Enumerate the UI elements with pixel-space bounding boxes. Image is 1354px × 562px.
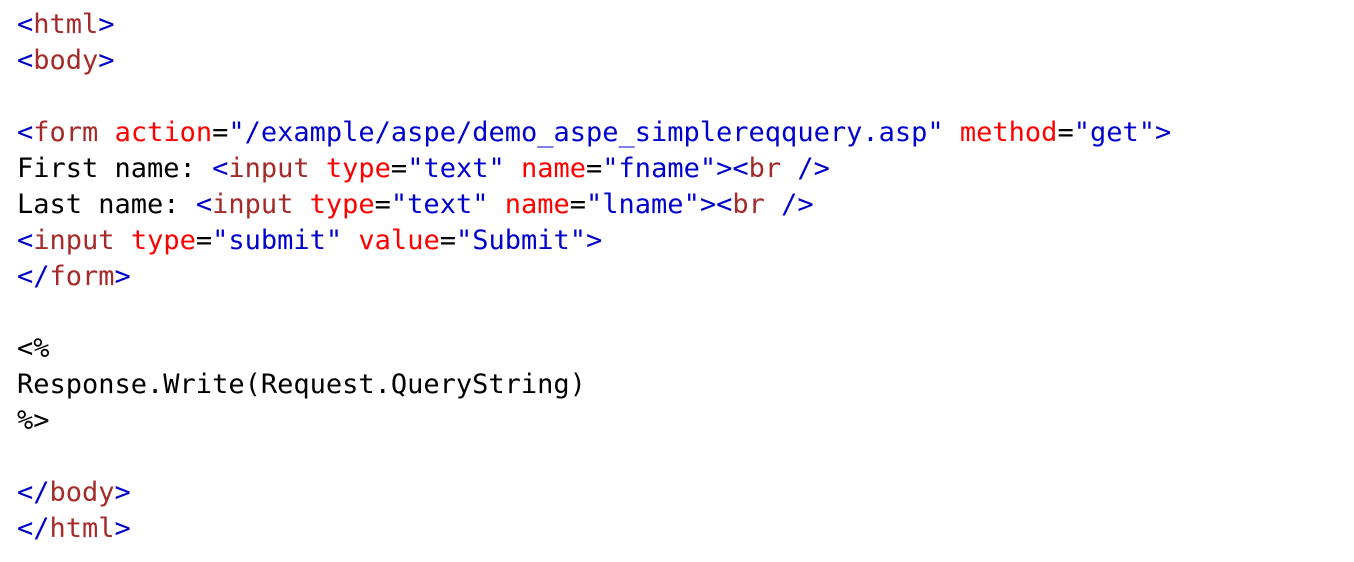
code-line: <html>: [17, 7, 1171, 43]
code-token-value: "/example/aspe/demo_aspe_simplereqquery.…: [228, 117, 944, 148]
code-token-bracket: />: [781, 189, 814, 220]
code-token-text: First name:: [17, 153, 213, 184]
code-token-text: [342, 225, 358, 256]
code-token-value: "submit": [212, 225, 343, 256]
code-line: </form>: [17, 259, 1171, 295]
code-token-attr: action: [114, 117, 213, 148]
code-token-text: [488, 189, 504, 220]
code-token-attr: type: [130, 225, 196, 256]
code-token-tag: form: [33, 117, 99, 148]
code-token-bracket: >: [98, 9, 115, 40]
code-token-bracket: >: [114, 261, 131, 292]
code-token-bracket: ><: [716, 153, 749, 184]
code-token-text: [781, 153, 797, 184]
code-line: </html>: [17, 511, 1171, 547]
code-token-text: =: [374, 189, 391, 220]
code-line: Last name: <input type="text" name="lnam…: [17, 187, 1171, 223]
code-token-bracket: <: [17, 117, 34, 148]
code-token-tag: body: [33, 45, 99, 76]
code-token-attr: method: [959, 117, 1058, 148]
code-token-bracket: >: [114, 513, 131, 544]
code-line: </body>: [17, 475, 1171, 511]
code-line: <input type="submit" value="Submit">: [17, 223, 1171, 259]
code-line: [17, 439, 1171, 475]
code-token-bracket: </: [17, 261, 50, 292]
code-token-text: [765, 189, 781, 220]
code-token-attr: value: [358, 225, 440, 256]
code-token-attr: name: [521, 153, 587, 184]
code-token-text: Response.Write(Request.QueryString): [17, 369, 586, 400]
code-token-attr: type: [325, 153, 391, 184]
code-token-text: =: [569, 189, 587, 220]
code-token-bracket: <: [17, 9, 34, 40]
code-token-text: =: [586, 153, 603, 184]
code-token-text: =: [212, 117, 229, 148]
code-token-tag: br: [732, 189, 765, 220]
code-token-value: "Submit": [455, 225, 587, 256]
code-token-bracket: >: [114, 477, 131, 508]
code-token-tag: input: [228, 153, 310, 184]
code-token-text: =: [1057, 117, 1074, 148]
code-line: Response.Write(Request.QueryString): [17, 367, 1171, 403]
code-token-bracket: <: [17, 225, 34, 256]
code-line: [17, 79, 1171, 115]
code-token-value: "text": [407, 153, 505, 184]
code-line: [17, 295, 1171, 331]
code-token-tag: input: [33, 225, 115, 256]
code-token-bracket: </: [17, 513, 50, 544]
code-line: <%: [17, 331, 1171, 367]
code-viewer: <html><body><form action="/example/aspe/…: [17, 7, 1171, 547]
code-token-bracket: >: [586, 225, 603, 256]
code-token-tag: html: [33, 9, 99, 40]
code-token-tag: body: [49, 477, 115, 508]
code-token-text: [115, 225, 131, 256]
code-token-text: [505, 153, 521, 184]
code-token-value: "get": [1073, 117, 1155, 148]
code-token-text: [293, 189, 309, 220]
code-token-attr: type: [309, 189, 375, 220]
code-line: First name: <input type="text" name="fna…: [17, 151, 1171, 187]
code-token-text: =: [439, 225, 456, 256]
code-line: <body>: [17, 43, 1171, 79]
code-token-text: =: [390, 153, 408, 184]
code-token-asp: %>: [17, 405, 50, 436]
code-token-text: [944, 117, 960, 148]
code-token-value: "lname": [586, 189, 700, 220]
code-line: <form action="/example/aspe/demo_aspe_si…: [17, 115, 1171, 151]
code-token-tag: html: [49, 513, 115, 544]
code-token-tag: form: [49, 261, 115, 292]
code-token-bracket: <: [17, 45, 34, 76]
code-token-bracket: >: [98, 45, 115, 76]
code-token-bracket: />: [797, 153, 830, 184]
code-token-asp: <%: [17, 333, 50, 364]
code-token-text: =: [195, 225, 213, 256]
code-token-bracket: <: [212, 153, 229, 184]
code-token-bracket: >: [1154, 117, 1172, 148]
code-token-tag: input: [212, 189, 294, 220]
code-line: %>: [17, 403, 1171, 439]
code-token-bracket: </: [17, 477, 50, 508]
code-token-text: Last name:: [17, 189, 196, 220]
code-token-tag: br: [748, 153, 782, 184]
code-token-text: [310, 153, 326, 184]
code-token-attr: name: [504, 189, 570, 220]
code-token-value: "fname": [602, 153, 717, 184]
code-token-bracket: ><: [699, 189, 733, 220]
code-token-bracket: <: [195, 189, 213, 220]
code-token-value: "text": [390, 189, 489, 220]
code-token-text: [98, 117, 114, 148]
